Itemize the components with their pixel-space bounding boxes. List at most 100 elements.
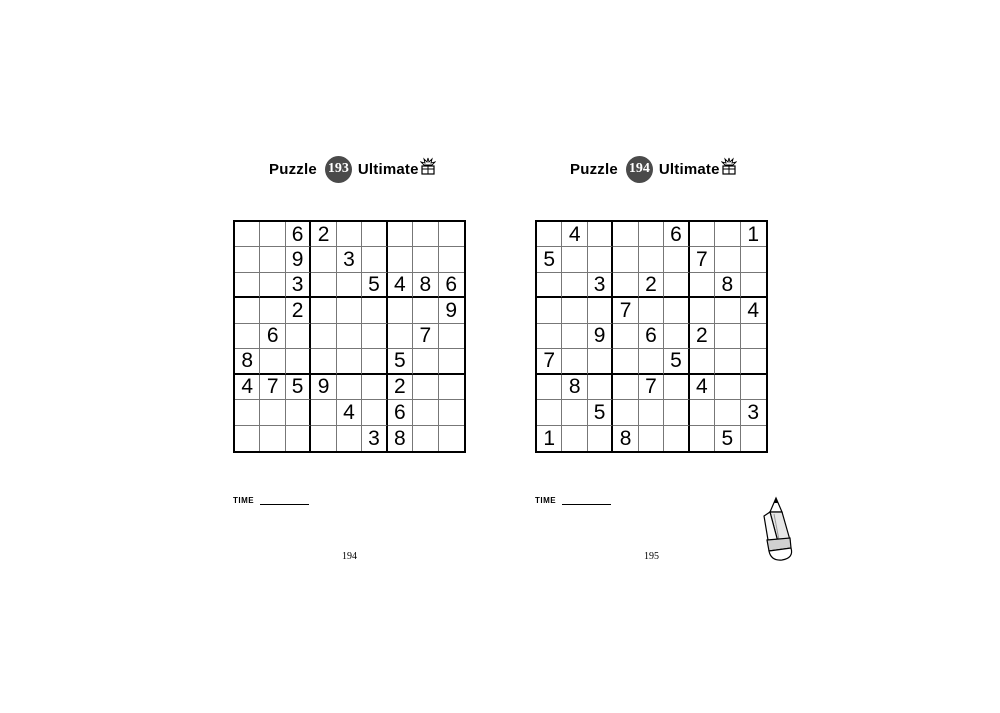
sudoku-cell[interactable]: [587, 222, 614, 248]
sudoku-cell[interactable]: [311, 400, 337, 426]
sudoku-cell[interactable]: [260, 298, 286, 324]
sudoku-cell[interactable]: [715, 222, 741, 248]
sudoku-cell[interactable]: 6: [285, 222, 312, 248]
sudoku-cell[interactable]: [413, 222, 439, 248]
sudoku-cell[interactable]: [387, 323, 414, 350]
sudoku-cell[interactable]: [537, 222, 563, 248]
sudoku-cell[interactable]: [639, 425, 665, 451]
sudoku-cell[interactable]: 9: [285, 247, 312, 273]
sudoku-cell[interactable]: [337, 425, 363, 451]
sudoku-cell[interactable]: [235, 247, 261, 273]
sudoku-cell[interactable]: 8: [235, 349, 261, 375]
sudoku-cell[interactable]: 3: [740, 400, 766, 426]
sudoku-cell[interactable]: [587, 349, 614, 375]
sudoku-cell[interactable]: [387, 222, 414, 248]
sudoku-cell[interactable]: [235, 272, 261, 299]
sudoku-cell[interactable]: [562, 247, 588, 273]
sudoku-cell[interactable]: [311, 272, 337, 299]
sudoku-cell[interactable]: [235, 425, 261, 451]
sudoku-cell[interactable]: 5: [537, 247, 563, 273]
sudoku-cell[interactable]: [587, 247, 614, 273]
sudoku-cell[interactable]: [260, 349, 286, 375]
sudoku-cell[interactable]: [562, 272, 588, 299]
sudoku-cell[interactable]: [413, 349, 439, 375]
sudoku-cell[interactable]: 2: [638, 272, 665, 299]
sudoku-cell[interactable]: [336, 374, 363, 401]
sudoku-cell[interactable]: [715, 323, 741, 350]
sudoku-cell[interactable]: [638, 222, 665, 248]
sudoku-cell[interactable]: [715, 349, 741, 375]
sudoku-cell[interactable]: [613, 323, 639, 350]
sudoku-cell[interactable]: [336, 298, 363, 324]
time-field[interactable]: TIME: [535, 496, 612, 505]
sudoku-cell[interactable]: 6: [438, 273, 464, 299]
sudoku-cell[interactable]: [740, 324, 766, 350]
sudoku-cell[interactable]: 8: [388, 425, 414, 451]
sudoku-cell[interactable]: [715, 247, 741, 273]
sudoku-cell[interactable]: [664, 425, 690, 451]
sudoku-cell[interactable]: 3: [336, 247, 363, 273]
sudoku-cell[interactable]: [439, 426, 464, 451]
sudoku-cell[interactable]: 3: [587, 272, 614, 299]
sudoku-cell[interactable]: 3: [285, 272, 312, 299]
sudoku-cell[interactable]: [613, 272, 639, 299]
sudoku-cell[interactable]: 3: [362, 425, 388, 451]
sudoku-cell[interactable]: 7: [413, 323, 439, 350]
sudoku-cell[interactable]: 6: [387, 400, 414, 426]
sudoku-cell[interactable]: [741, 426, 766, 451]
sudoku-cell[interactable]: [438, 375, 464, 401]
sudoku-cell[interactable]: [260, 247, 286, 273]
sudoku-cell[interactable]: 9: [587, 323, 614, 350]
sudoku-cell[interactable]: [336, 272, 363, 299]
sudoku-cell[interactable]: [235, 323, 261, 350]
sudoku-cell[interactable]: [638, 247, 665, 273]
sudoku-cell[interactable]: [664, 323, 690, 350]
sudoku-cell[interactable]: [613, 247, 639, 273]
sudoku-cell[interactable]: 4: [689, 374, 716, 401]
sudoku-cell[interactable]: [413, 374, 439, 401]
sudoku-cell[interactable]: [562, 425, 588, 451]
time-input-line[interactable]: [260, 496, 310, 505]
sudoku-cell[interactable]: [740, 247, 766, 273]
sudoku-cell[interactable]: [664, 272, 690, 299]
sudoku-cell[interactable]: [638, 349, 665, 375]
sudoku-cell[interactable]: 6: [260, 323, 286, 350]
sudoku-cell[interactable]: [587, 298, 614, 324]
sudoku-cell[interactable]: 6: [638, 323, 665, 350]
sudoku-cell[interactable]: [664, 298, 690, 324]
sudoku-cell[interactable]: 4: [562, 222, 588, 248]
sudoku-cell[interactable]: [562, 323, 588, 350]
sudoku-cell[interactable]: [311, 323, 337, 350]
sudoku-cell[interactable]: [336, 349, 363, 375]
time-input-line[interactable]: [562, 496, 612, 505]
sudoku-cell[interactable]: [311, 349, 337, 375]
sudoku-cell[interactable]: 7: [613, 298, 639, 324]
sudoku-cell[interactable]: 5: [362, 272, 388, 299]
sudoku-cell[interactable]: [613, 374, 639, 401]
sudoku-cell[interactable]: [413, 247, 439, 273]
sudoku-cell[interactable]: 2: [311, 222, 337, 248]
sudoku-cell[interactable]: [588, 425, 614, 451]
sudoku-cell[interactable]: [638, 400, 665, 426]
sudoku-cell[interactable]: [413, 425, 439, 451]
sudoku-cell[interactable]: 8: [613, 425, 639, 451]
sudoku-cell[interactable]: [438, 247, 464, 273]
sudoku-cell[interactable]: [387, 298, 414, 324]
sudoku-cell[interactable]: [413, 298, 439, 324]
sudoku-cell[interactable]: [715, 374, 741, 401]
sudoku-cell[interactable]: [438, 349, 464, 375]
sudoku-cell[interactable]: 5: [587, 400, 614, 426]
sudoku-cell[interactable]: [311, 298, 337, 324]
sudoku-cell[interactable]: [362, 400, 388, 426]
sudoku-cell[interactable]: 2: [689, 323, 716, 350]
sudoku-cell[interactable]: 2: [387, 374, 414, 401]
sudoku-cell[interactable]: [387, 247, 414, 273]
sudoku-cell[interactable]: 8: [413, 272, 439, 299]
sudoku-cell[interactable]: 5: [715, 425, 741, 451]
sudoku-cell[interactable]: [362, 374, 388, 401]
sudoku-cell[interactable]: [336, 222, 363, 248]
sudoku-cell[interactable]: [740, 273, 766, 299]
sudoku-cell[interactable]: [562, 400, 588, 426]
sudoku-cell[interactable]: 5: [285, 374, 312, 401]
sudoku-cell[interactable]: [587, 374, 614, 401]
